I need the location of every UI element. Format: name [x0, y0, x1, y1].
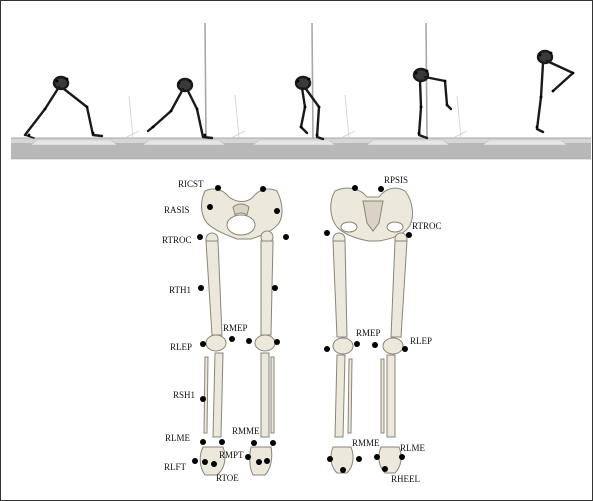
pelvis-legs-anterior-icon — [199, 188, 283, 476]
posterior-markers — [324, 185, 412, 473]
pelvis-legs-posterior-icon — [330, 187, 413, 474]
force-plates — [30, 139, 568, 146]
label-rasis: RASIS — [164, 205, 190, 215]
motion-strip-canvas — [11, 22, 591, 160]
frame-4 — [412, 67, 453, 140]
anterior-markers — [192, 185, 289, 467]
label-rlme-posterior: RLME — [400, 443, 426, 453]
running-skeleton-icon — [412, 67, 453, 140]
anterior-view: RICST RASIS RTROC RTH1 RMEP RLEP RSH1 RM… — [162, 179, 289, 483]
running-skeleton-icon — [294, 75, 325, 141]
posterior-labels: RPSIS RTROC RMEP RLEP RMME RLME RHEEL — [352, 175, 441, 484]
label-rtroc-posterior: RTROC — [412, 221, 441, 231]
label-rmme-anterior: RMME — [232, 426, 260, 436]
frame-1 — [23, 75, 104, 139]
running-skeleton-icon — [23, 75, 104, 139]
label-rtroc-anterior: RTROC — [162, 235, 191, 245]
label-rmep-posterior: RMEP — [356, 328, 381, 338]
label-rmpt: RMPT — [219, 450, 244, 460]
running-skeleton-icon — [535, 49, 575, 134]
vertical-posts — [204, 22, 428, 140]
posterior-view: RPSIS RTROC RMEP RLEP RMME RLME RHEEL — [324, 175, 441, 484]
running-skeleton-icon — [146, 77, 214, 140]
label-rmme-posterior: RMME — [352, 438, 380, 448]
label-rlep-anterior: RLEP — [170, 342, 192, 352]
label-rlft: RLFT — [164, 462, 187, 472]
frame-5 — [535, 49, 575, 134]
skeleton-canvas: RICST RASIS RTROC RTH1 RMEP RLEP RSH1 RM… — [162, 175, 441, 484]
lab-reference-lines — [124, 94, 468, 139]
marker-placement-panel: RICST RASIS RTROC RTH1 RMEP RLEP RSH1 RM… — [1, 166, 592, 500]
frame-2 — [146, 77, 214, 140]
label-rheel: RHEEL — [391, 474, 420, 484]
motion-capture-strip — [1, 1, 592, 166]
label-rmep-anterior: RMEP — [223, 323, 248, 333]
frame-3 — [294, 75, 325, 141]
label-rsh1: RSH1 — [173, 390, 195, 400]
anterior-labels: RICST RASIS RTROC RTH1 RMEP RLEP RSH1 RM… — [162, 179, 260, 483]
label-rlme-anterior: RLME — [165, 433, 191, 443]
label-rtoe: RTOE — [216, 473, 239, 483]
label-ricst: RICST — [178, 179, 204, 189]
label-rth1: RTH1 — [169, 285, 191, 295]
label-rlep-posterior: RLEP — [410, 336, 432, 346]
label-rpsis: RPSIS — [384, 175, 408, 185]
